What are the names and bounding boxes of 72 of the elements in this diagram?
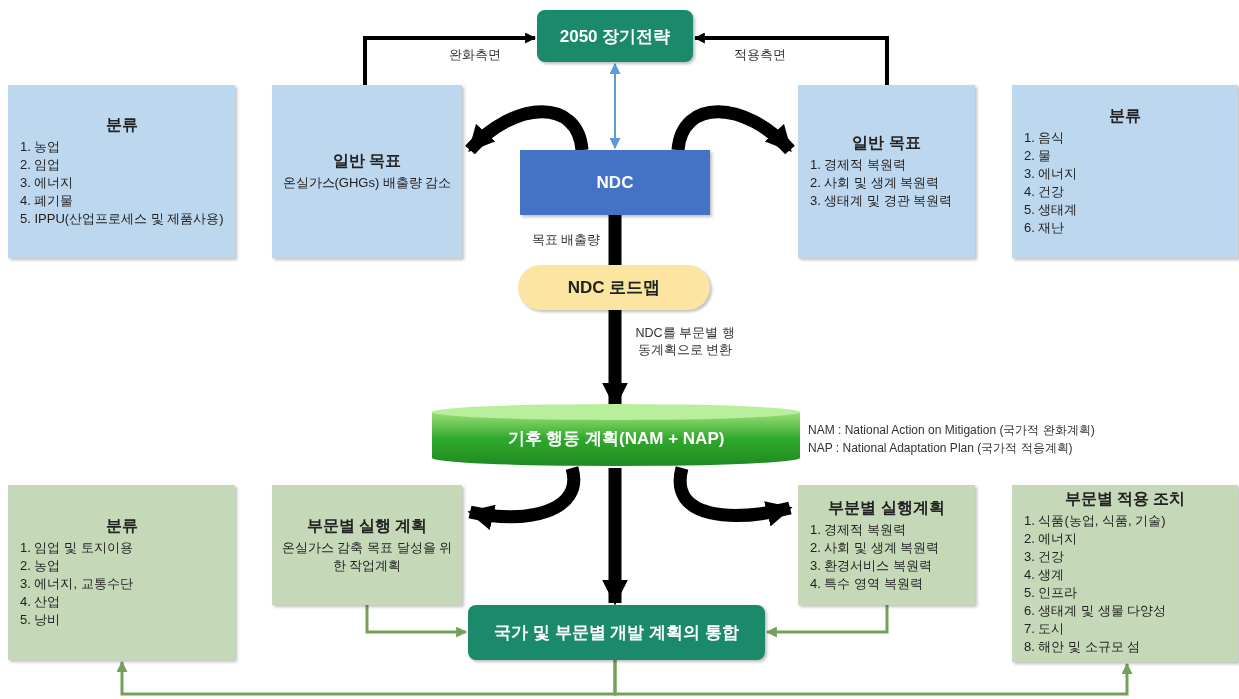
list-item: 3. 에너지 xyxy=(1024,165,1078,183)
box-heading: 분류 xyxy=(105,115,138,135)
strategy-box xyxy=(537,10,693,62)
box-text: 온실가스(GHGs) 배출량 감소 xyxy=(282,174,452,192)
box-heading: 부문별 실행 계획 xyxy=(306,515,428,536)
list-item: 2. 임업 xyxy=(20,156,61,174)
box-heading: 부문별 적용 조치 xyxy=(1064,489,1186,509)
list-item: 3. 건강 xyxy=(1024,548,1065,566)
list-item: 5. 생태계 xyxy=(1024,201,1078,219)
box-heading: 국가 및 부문별 개발 계획의 통합 xyxy=(494,622,739,644)
list-item: 1. 경제적 복원력 xyxy=(810,156,907,174)
box-heading: 분류 xyxy=(105,516,138,536)
box-heading: 일반 목표 xyxy=(852,133,921,153)
box-heading: 일반 목표 xyxy=(332,151,402,171)
category-box xyxy=(8,85,235,258)
roadmap-pill xyxy=(518,265,710,310)
list-item: 1. 음식 xyxy=(1024,129,1065,147)
thick-arrow xyxy=(673,467,793,526)
goal-box xyxy=(272,85,462,258)
list-item: 3. 에너지, 교통수단 xyxy=(20,575,133,593)
category-box xyxy=(8,485,235,660)
list-item: 3. 에너지 xyxy=(20,174,74,192)
box-heading: 분류 xyxy=(1109,106,1141,126)
integration-box xyxy=(468,605,765,660)
arrow xyxy=(693,32,889,85)
list-item: 2. 농업 xyxy=(20,557,61,575)
category-box xyxy=(1012,85,1238,258)
box-text: 온실가스 감축 목표 달성을 위한 작업계획 xyxy=(280,538,454,575)
list-item: 4. 특수 영역 복원력 xyxy=(810,574,923,593)
list-item: 1. 임업 및 토지이용 xyxy=(20,539,133,557)
list-item: 6. 생태계 및 생물 다양성 xyxy=(1024,602,1167,620)
list-item: 2. 사회 및 생계 복원력 xyxy=(810,538,940,557)
list-item: 5. 낭비 xyxy=(20,611,61,629)
list-item: 2. 에너지 xyxy=(1024,530,1078,548)
list-item: 5. IPPU(산업프로세스 및 제품사용) xyxy=(20,210,224,228)
plan-box xyxy=(272,485,462,605)
box-heading: 2050 장기전략 xyxy=(559,25,671,48)
goal-box xyxy=(798,85,975,258)
edge-label: 완화측면 xyxy=(448,47,502,64)
measure-box xyxy=(1012,485,1238,662)
arrow xyxy=(613,660,1133,696)
thick-arrow xyxy=(602,468,628,606)
list-item: 3. 환경서비스 복원력 xyxy=(810,556,933,575)
list-item: 5. 인프라 xyxy=(1024,584,1078,602)
list-item: 2. 사회 및 생계 복원력 xyxy=(810,174,940,192)
arrow xyxy=(116,660,617,696)
list-item: 1. 식품(농업, 식품, 기술) xyxy=(1024,512,1166,530)
list-item: 4. 생계 xyxy=(1024,566,1065,584)
edge-label: 목표 배출량 xyxy=(530,232,600,249)
list-item: 4. 산업 xyxy=(20,593,61,611)
list-item: 1. 농업 xyxy=(20,138,61,156)
box-heading: NDC xyxy=(596,172,634,193)
list-item: 2. 물 xyxy=(1024,147,1052,165)
list-item: 8. 해안 및 소규모 섬 xyxy=(1024,638,1141,656)
plan-box xyxy=(798,485,975,605)
edge-label: NDC를 부문별 행동계획으로 변환 xyxy=(634,325,736,359)
list-item: 3. 생태계 및 경관 복원력 xyxy=(810,192,953,210)
edge-label: 적용측면 xyxy=(733,47,787,64)
ndc-box xyxy=(520,150,710,215)
arrow xyxy=(765,605,889,638)
list-item: 4. 건강 xyxy=(1024,183,1065,201)
arrow xyxy=(365,605,468,638)
note-text: NAP : National Adaptation Plan (국가적 적응계획) xyxy=(808,440,1073,457)
list-item: 4. 폐기물 xyxy=(20,192,74,210)
box-heading: 부분별 실행계획 xyxy=(828,497,945,518)
list-item: 7. 도시 xyxy=(1024,620,1065,638)
note-text: NAM : National Action on Mitigation (국가적 완화계획) xyxy=(808,422,1095,439)
list-item: 6. 재난 xyxy=(1024,219,1065,237)
box-heading: NDC 로드맵 xyxy=(567,277,661,299)
list-item: 1. 경제적 복원력 xyxy=(810,520,907,539)
arrow xyxy=(363,32,537,85)
arrow xyxy=(609,62,621,150)
